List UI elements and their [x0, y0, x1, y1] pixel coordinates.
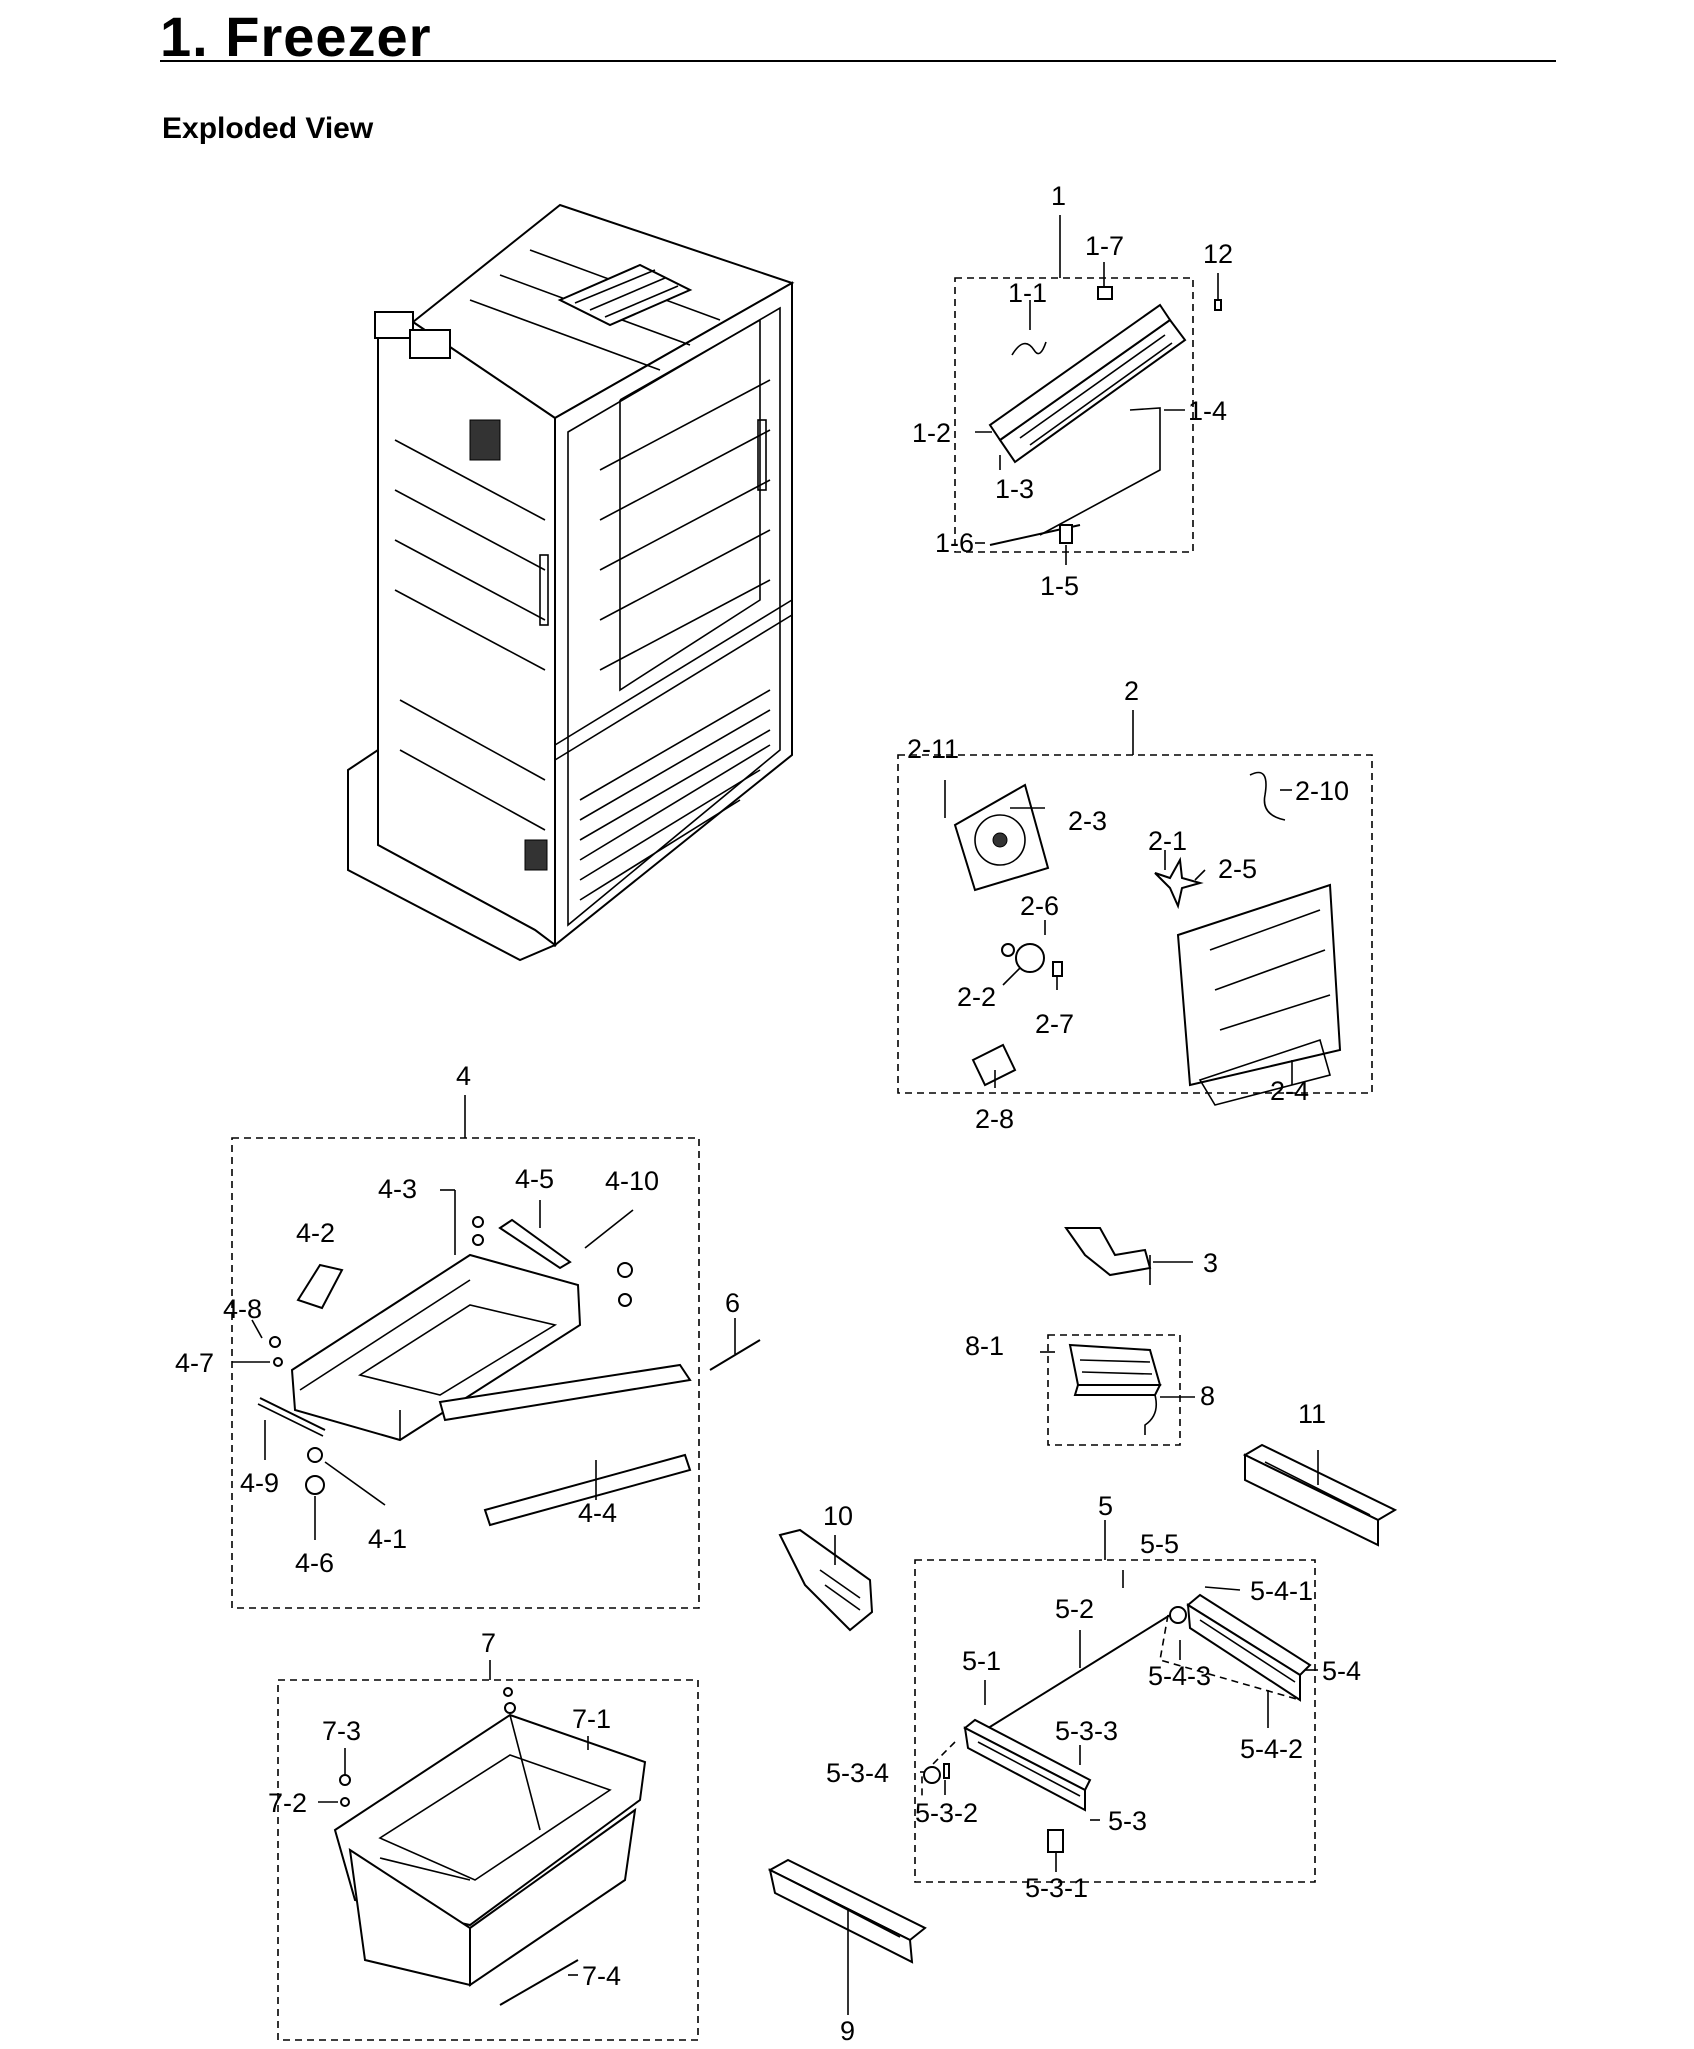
- callout-8: 8: [1200, 1381, 1215, 1411]
- callout-4: 4: [456, 1061, 471, 1091]
- callout-7-1: 7-1: [572, 1704, 611, 1734]
- callout-5-3-2: 5-3-2: [915, 1798, 978, 1828]
- callout-1-5: 1-5: [1040, 571, 1079, 601]
- callout-2-6: 2-6: [1020, 891, 1059, 921]
- callout-9: 9: [840, 2016, 855, 2046]
- callout-5-1: 5-1: [962, 1646, 1001, 1676]
- callout-2: 2: [1124, 676, 1139, 706]
- page-title: 1. Freezer: [160, 5, 432, 68]
- callout-4-3: 4-3: [378, 1174, 417, 1204]
- callout-4-5: 4-5: [515, 1164, 554, 1194]
- assembly-5-rails: [914, 1520, 1318, 1883]
- callout-2-2: 2-2: [957, 982, 996, 1012]
- part-3-bracket: [1064, 1227, 1193, 1285]
- callout-2-11: 2-11: [907, 734, 959, 764]
- part-11-rail: [1242, 1443, 1398, 1547]
- callout-1-3: 1-3: [995, 474, 1034, 504]
- callout-5-3-1: 5-3-1: [1025, 1873, 1088, 1903]
- callout-8-1: 8-1: [965, 1331, 1004, 1361]
- callout-4-6: 4-6: [295, 1548, 334, 1578]
- callout-5-4: 5-4: [1322, 1656, 1361, 1686]
- callout-3: 3: [1203, 1248, 1218, 1278]
- assembly-4-drawer: [231, 1095, 761, 1609]
- callout-12: 12: [1203, 239, 1233, 269]
- callout-1-1: 1-1: [1008, 278, 1047, 308]
- assembly-2-fan: [897, 710, 1373, 1106]
- callout-2-8: 2-8: [975, 1104, 1014, 1134]
- callout-7-4: 7-4: [582, 1961, 621, 1991]
- callout-5-3: 5-3: [1108, 1806, 1147, 1836]
- part-9-rail: [767, 1858, 927, 2015]
- callout-2-10: 2-10: [1295, 776, 1349, 806]
- callout-5-3-3: 5-3-3: [1055, 1716, 1118, 1746]
- callout-5-4-1: 5-4-1: [1250, 1576, 1313, 1606]
- callout-1-7: 1-7: [1085, 231, 1124, 261]
- assembly-7-basket: [277, 1660, 699, 2041]
- callout-7-2: 7-2: [268, 1788, 307, 1818]
- callout-4-7: 4-7: [175, 1348, 214, 1378]
- callout-5-3-4: 5-3-4: [826, 1758, 889, 1788]
- assembly-1-evaporator: [954, 215, 1222, 565]
- callout-4-10: 4-10: [605, 1166, 659, 1196]
- title-rule: [160, 60, 1556, 62]
- callout-5-5: 5-5: [1140, 1529, 1179, 1559]
- callout-2-1: 2-1: [1148, 826, 1187, 856]
- callout-1-2: 1-2: [912, 418, 951, 448]
- callout-6: 6: [725, 1288, 740, 1318]
- callout-10: 10: [823, 1501, 853, 1531]
- part-10-cover: [778, 1528, 874, 1632]
- callout-2-5: 2-5: [1218, 854, 1257, 884]
- callout-11: 11: [1298, 1399, 1326, 1429]
- callout-5: 5: [1098, 1491, 1113, 1521]
- callout-1: 1: [1051, 181, 1066, 211]
- callout-1-4: 1-4: [1188, 396, 1227, 426]
- callout-4-9: 4-9: [240, 1468, 279, 1498]
- callout-7-3: 7-3: [322, 1716, 361, 1746]
- callout-2-7: 2-7: [1035, 1009, 1074, 1039]
- callout-4-8: 4-8: [223, 1294, 262, 1324]
- callout-5-4-3: 5-4-3: [1148, 1661, 1211, 1691]
- callout-5-4-2: 5-4-2: [1240, 1734, 1303, 1764]
- callout-4-2: 4-2: [296, 1218, 335, 1248]
- callout-4-4: 4-4: [578, 1498, 617, 1528]
- callout-7: 7: [481, 1628, 496, 1658]
- callout-2-3: 2-3: [1068, 806, 1107, 836]
- callout-5-2: 5-2: [1055, 1594, 1094, 1624]
- callout-1-6: 1-6: [935, 528, 974, 558]
- callout-4-1: 4-1: [368, 1524, 407, 1554]
- callout-labels: 1 1-7 12 1-1 1-4 1-2 1-3 1-6 1-5 2 2-11 …: [175, 181, 1361, 2046]
- section-subtitle: Exploded View: [162, 112, 374, 145]
- freezer-cabinet: [347, 203, 795, 962]
- assembly-8-ice-maker: [1040, 1334, 1195, 1446]
- callout-2-4: 2-4: [1270, 1076, 1309, 1106]
